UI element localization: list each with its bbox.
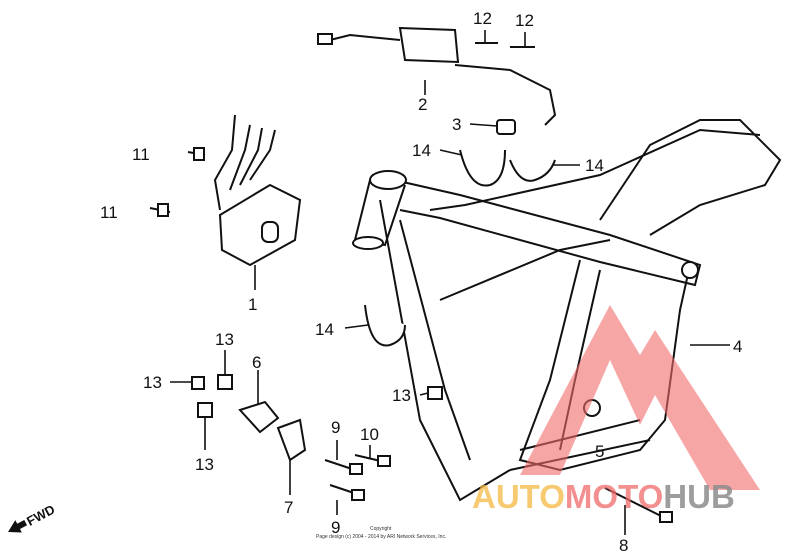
callout-13: 13 xyxy=(195,455,214,474)
callout-4: 4 xyxy=(733,337,742,356)
callout-6: 6 xyxy=(252,353,261,372)
callout-11: 11 xyxy=(132,145,150,164)
copyright-line2: Page design (c) 2004 - 2014 by ARI Netwo… xyxy=(316,534,446,540)
callout-13: 13 xyxy=(215,330,234,349)
callout-labels: 1 2 3 4 5 6 7 8 9 9 10 11 11 12 12 13 13… xyxy=(100,9,742,555)
watermark-hub: HUB xyxy=(663,478,735,515)
ignition-coil-drawing xyxy=(317,26,557,126)
callout-5: 5 xyxy=(595,442,604,461)
callout-14: 14 xyxy=(315,320,334,339)
callout-9: 9 xyxy=(331,418,340,437)
watermark-moto: MOTO xyxy=(565,478,663,515)
callout-13: 13 xyxy=(392,386,411,405)
watermark-mountain-icon xyxy=(520,305,760,490)
callout-11: 11 xyxy=(100,203,118,222)
callout-9: 9 xyxy=(331,518,340,537)
callout-12: 12 xyxy=(473,9,492,28)
clamp-drawing xyxy=(459,149,506,187)
clamp-drawing xyxy=(364,304,406,347)
callout-7: 7 xyxy=(284,498,293,517)
watermark-auto: AUTO xyxy=(472,478,565,515)
callout-8: 8 xyxy=(619,536,628,555)
leader-lines xyxy=(170,30,730,535)
fwd-label: FWD xyxy=(24,502,57,529)
callout-1: 1 xyxy=(248,295,257,314)
fasteners-drawing xyxy=(149,42,673,523)
callout-14: 14 xyxy=(585,156,604,175)
plug-cap-drawing xyxy=(496,119,516,135)
copyright-line1: Copyright xyxy=(370,526,392,532)
clamp-drawing xyxy=(509,159,556,182)
arrow-icon xyxy=(8,519,28,533)
callout-10: 10 xyxy=(360,425,379,444)
watermark-text: AUTOMOTOHUB xyxy=(472,478,735,515)
callout-3: 3 xyxy=(452,115,461,134)
watermark-logo xyxy=(520,305,760,490)
callout-2: 2 xyxy=(418,95,427,114)
callout-12: 12 xyxy=(515,11,534,30)
callout-13: 13 xyxy=(143,373,162,392)
cdi-unit-drawing xyxy=(213,114,302,267)
callout-14: 14 xyxy=(412,141,431,160)
fwd-arrow: FWD xyxy=(8,502,57,533)
